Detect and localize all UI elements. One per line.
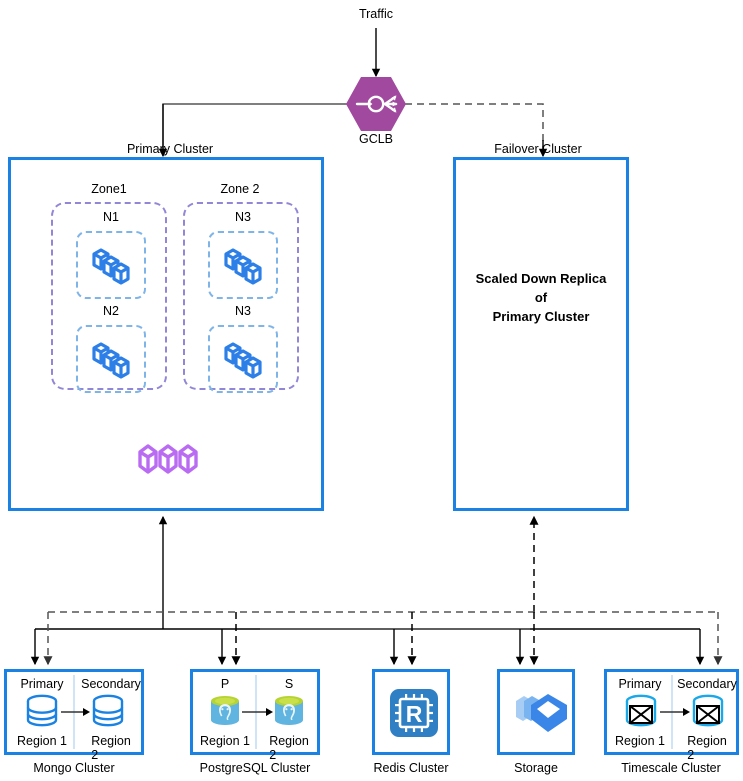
postgresql-cluster-label: PostgreSQL Cluster [199,761,311,775]
mongo-secondary-region: Region 2 [91,734,131,762]
mongo-primary-role: Primary [20,677,64,691]
zone-box-2[interactable]: N3 N3 [183,202,299,393]
postgresql-cluster-box[interactable]: P S Region 1 Region [190,669,320,762]
replication-arrow-icon [660,708,690,716]
kubernetes-pods-icon [224,248,262,285]
redis-cluster-box[interactable]: R [372,669,450,755]
node-box-n1[interactable] [76,231,146,299]
timescale-db-icon [692,694,724,727]
mongo-db-icon [26,694,58,727]
failover-body-text: Scaled Down Replica of Primary Cluster [456,270,626,327]
node-n3b-label: N3 [235,304,251,318]
primary-cluster-box[interactable]: Zone1 N1 N2 [8,157,324,511]
failover-line-1: Scaled Down Replica [475,271,607,286]
redis-cluster-label: Redis Cluster [373,761,449,775]
storage-box[interactable] [497,669,575,755]
node-box-n3a[interactable] [208,231,278,299]
postgres-secondary-role: S [284,677,294,691]
traffic-label: Traffic [358,7,394,21]
cluster-nodes-icon [138,444,198,474]
kubernetes-pods-icon [92,248,130,285]
postgres-primary-region: Region 1 [199,734,251,748]
timescale-secondary-region: Region 2 [687,734,727,762]
zone2-label: Zone 2 [220,182,260,196]
gclb-label: GCLB [358,132,394,146]
mongo-primary-region: Region 1 [16,734,68,748]
redis-icon: R [390,689,438,737]
zone-box-1[interactable]: N1 N2 [51,202,167,393]
mongo-cluster-box[interactable]: Primary Secondary Region 1 Region 2 [4,669,144,762]
storage-bucket-icon [516,694,567,732]
timescale-cluster-box[interactable]: Primary Secondary Region 1 Region 2 [604,669,739,762]
kubernetes-pods-icon [224,342,262,379]
node-box-n2[interactable] [76,325,146,393]
mongo-cluster-label: Mongo Cluster [33,761,115,775]
timescale-cluster-label: Timescale Cluster [621,761,721,775]
timescale-primary-role: Primary [618,677,662,691]
load-balancer-icon [346,77,406,131]
svg-text:R: R [406,701,423,727]
zone1-label: Zone1 [91,182,127,196]
replication-arrow-icon [61,708,90,716]
storage-label: Storage [514,761,558,775]
node-box-n3b[interactable] [208,325,278,393]
kubernetes-pods-icon [92,342,130,379]
postgresql-icon [275,696,303,725]
failover-cluster-label: Failover Cluster [494,142,582,156]
node-n1-label: N1 [103,210,119,224]
timescale-db-icon [625,694,657,727]
timescale-primary-region: Region 1 [614,734,666,748]
postgres-secondary-region: Region 2 [269,734,309,762]
timescale-secondary-role: Secondary [677,677,737,691]
mongo-db-icon [92,694,124,727]
primary-cluster-label: Primary Cluster [126,142,214,156]
postgres-primary-role: P [220,677,230,691]
failover-line-2: of [534,289,548,305]
failover-line-3: Primary Cluster [492,308,590,324]
gclb-node[interactable] [345,76,407,132]
node-n2-label: N2 [103,304,119,318]
failover-cluster-box[interactable]: Scaled Down Replica of Primary Cluster [453,157,629,511]
node-n3a-label: N3 [235,210,251,224]
mongo-secondary-role: Secondary [81,677,141,691]
replication-arrow-icon [242,708,273,716]
postgresql-icon [211,696,239,725]
